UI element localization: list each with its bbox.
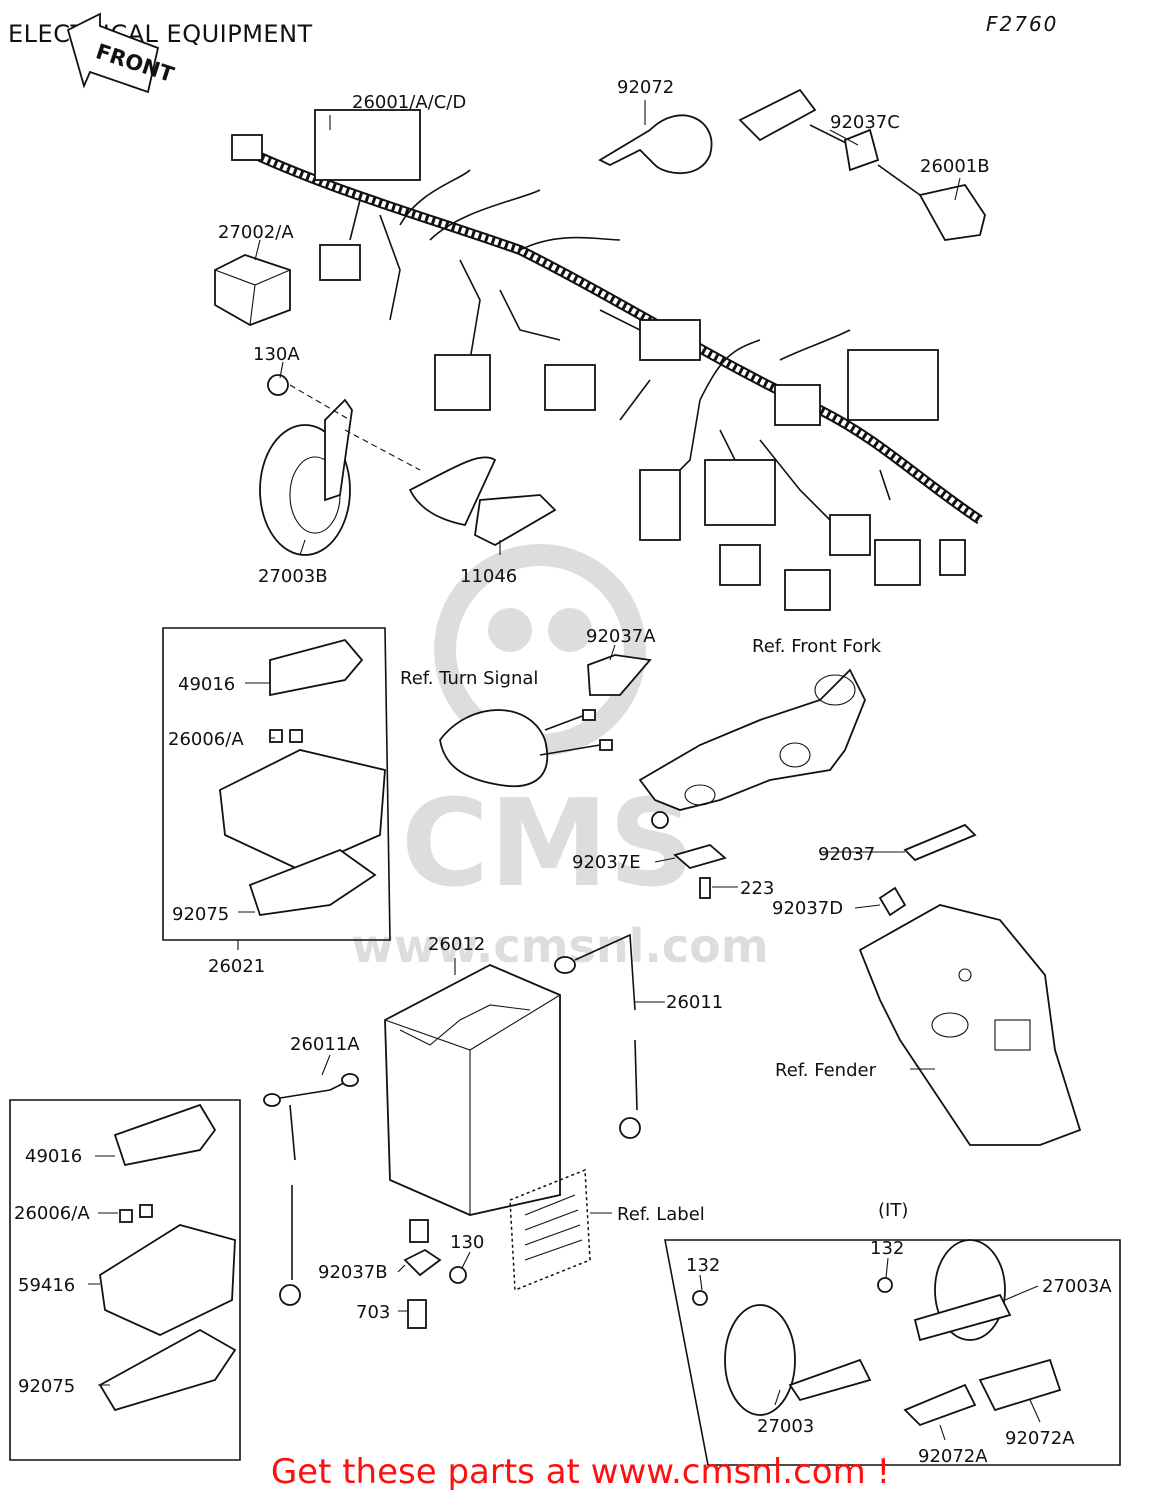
diagram-code: F2760 [986,12,1059,36]
front-arrow: FRONT [66,12,177,94]
label-130: 130 [450,1232,484,1253]
label-92072a-left: 92072A [918,1446,988,1467]
label-92037d: 92037D [772,898,843,919]
italy-horn-group [664,1239,1121,1466]
label-132-left: 132 [686,1255,720,1276]
label-26021: 26021 [208,956,265,977]
part-labels: 26001/A/C/D 92072 92037C 26001B 27002/A … [14,77,1112,1467]
clamp-92037a [587,654,652,696]
label-49016-rear: 49016 [25,1146,82,1167]
clamp-92037e [673,844,727,899]
label-92037a: 92037A [586,626,656,647]
label-26006a-front: 26006/A [168,729,244,750]
label-92037: 92037 [818,844,875,865]
label-26006a-rear: 26006/A [14,1203,90,1224]
label-49016-front: 49016 [178,674,235,695]
label-26011: 26011 [666,992,723,1013]
label-26001b: 26001B [920,156,990,177]
label-92072a-right: 92072A [1005,1428,1075,1449]
label-27003: 27003 [757,1416,814,1437]
label-130a: 130A [253,344,300,365]
label-92037c: 92037C [830,112,900,133]
label-27002a: 27002/A [218,222,294,243]
label-27003b: 27003B [258,566,328,587]
hardware-92037b [403,1219,467,1329]
diagram-title: ELECTRICAL EQUIPMENT [8,20,313,48]
label-26001acd: 26001/A/C/D [352,92,466,113]
label-132-right: 132 [870,1238,904,1259]
fuse-box-group-rear [9,1099,241,1461]
label-92075-front: 92075 [172,904,229,925]
label-92072: 92072 [617,77,674,98]
label-92037e: 92037E [572,852,641,873]
horn [259,374,421,556]
battery-cable-26011a [263,1073,359,1306]
label-11046: 11046 [460,566,517,587]
label-223: 223 [740,878,774,899]
label-703: 703 [356,1302,390,1323]
battery [384,964,561,1216]
fuse-box-group-26021 [162,627,391,941]
watermark-logo: CMS [401,775,695,914]
label-59416: 59416 [18,1275,75,1296]
label-92037b: 92037B [318,1262,388,1283]
label-it: (IT) [878,1200,908,1221]
clamp-92037 [878,823,977,917]
rear-fender [858,904,1082,1146]
relay [214,254,291,326]
leader-lines [88,100,1041,1441]
ref-label-sheet [509,1168,591,1292]
lead-11046 [408,456,557,547]
watermark: CMS www.cmsnl.com [351,544,769,973]
label-26012: 26012 [428,934,485,955]
wiring-harness [231,109,983,611]
label-27003a: 27003A [1042,1276,1112,1297]
cable-strap [598,114,713,175]
label-26011a: 26011A [290,1034,360,1055]
label-ref-front-fork: Ref. Front Fork [752,636,882,657]
label-ref-turn-signal: Ref. Turn Signal [400,668,538,689]
turn-signal [439,709,613,787]
label-92075-rear: 92075 [18,1376,75,1397]
cta-banner[interactable]: Get these parts at www.cmsnl.com ! [270,1452,891,1492]
label-ref-label: Ref. Label [617,1204,705,1225]
label-ref-fender: Ref. Fender [775,1060,877,1081]
front-fork-bracket [638,668,866,829]
connector-92037c [738,88,986,241]
battery-cable-26011 [554,933,641,1139]
